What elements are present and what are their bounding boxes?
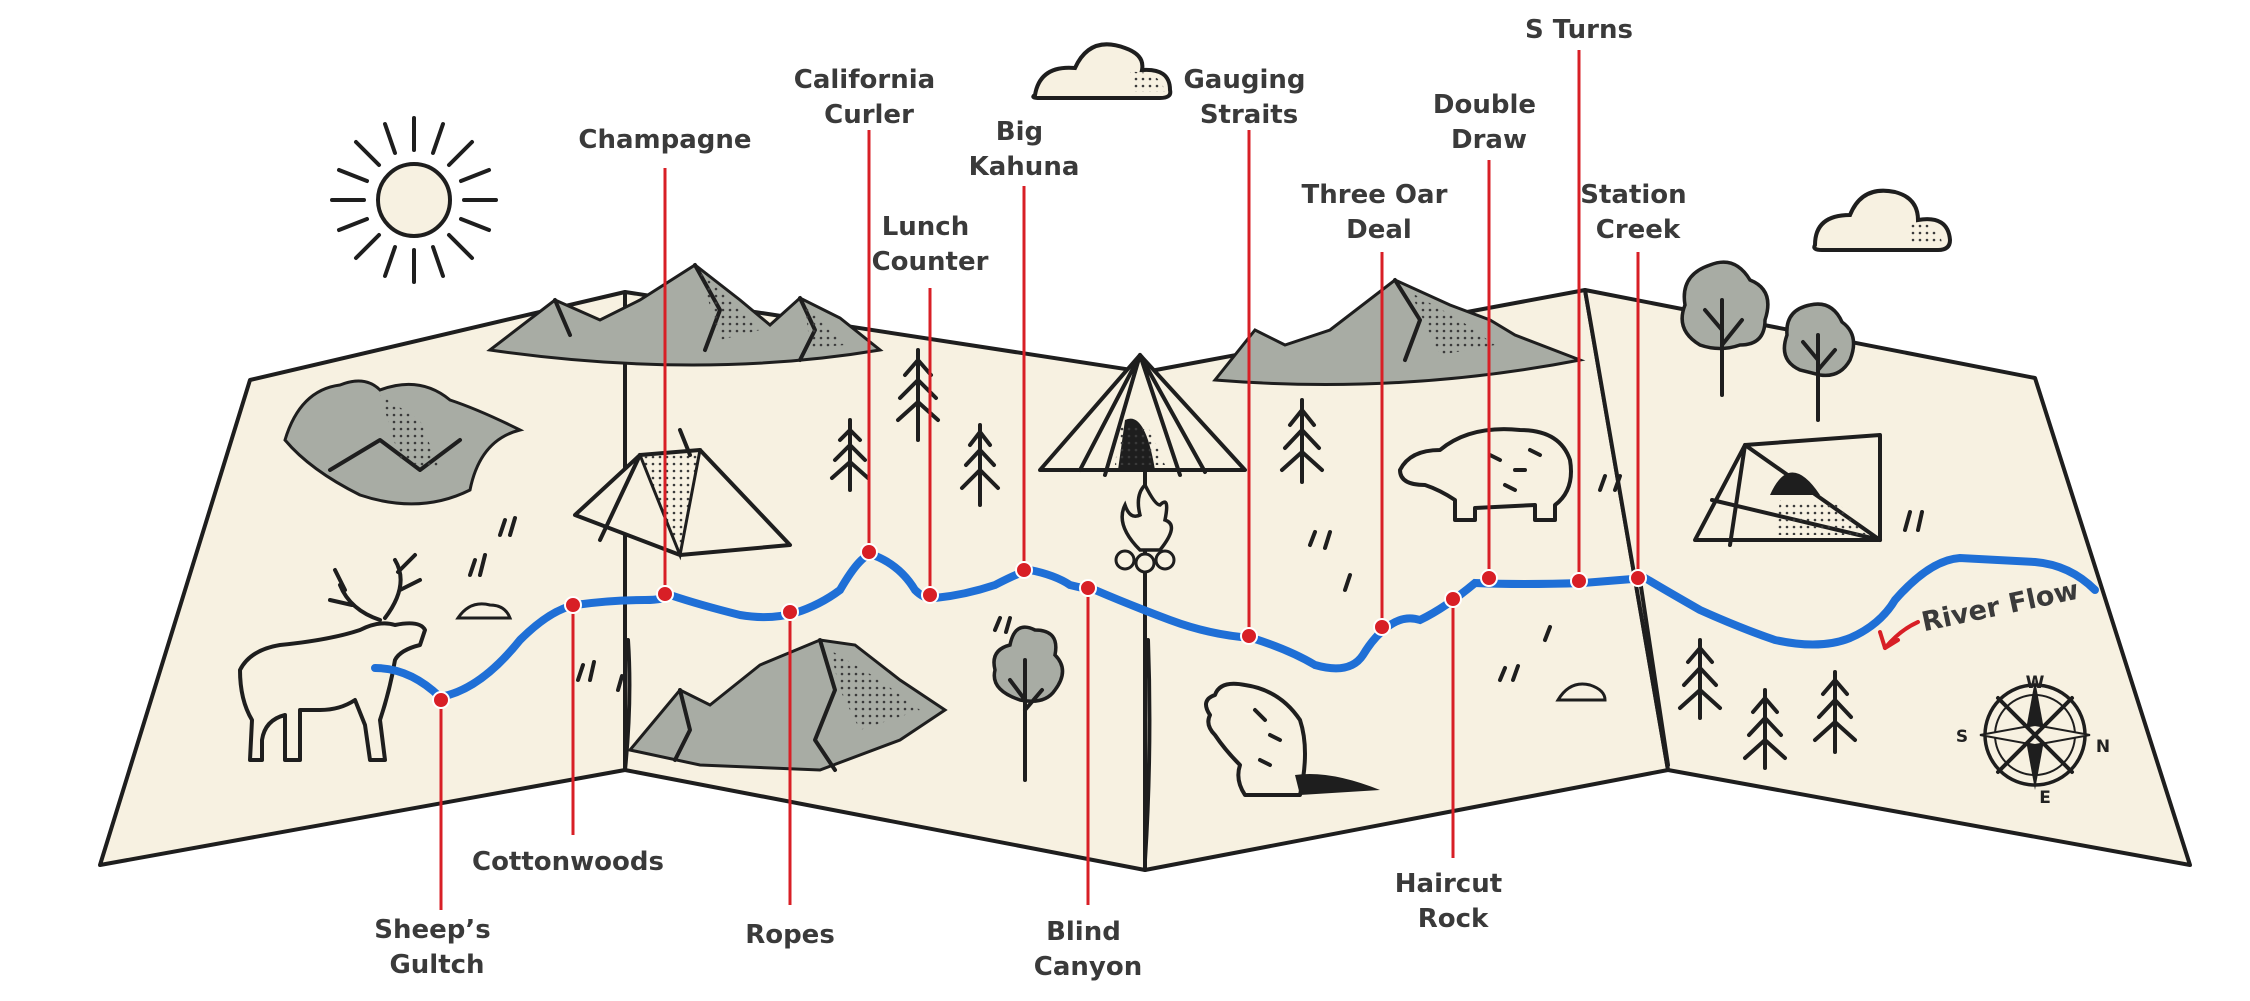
campfire-icon <box>1114 482 1176 574</box>
rapid-label: Lunch Counter <box>872 212 989 277</box>
rapid-marker <box>1015 561 1033 579</box>
cloud-icon <box>1812 188 1953 252</box>
cloud-icon <box>1031 42 1173 100</box>
compass-icon: W S N E <box>1956 673 2110 808</box>
compass-south: S <box>1956 727 1968 747</box>
tree-icon <box>992 625 1065 782</box>
compass-north: N <box>2096 737 2110 757</box>
rapid-label: Cottonwoods <box>472 847 664 877</box>
rapid-marker <box>781 603 799 621</box>
rapid-label: Gauging Straits <box>1183 65 1314 130</box>
callout-california-curler: California Curler <box>794 65 944 561</box>
callout-blind-canyon: Blind Canyon <box>1034 579 1142 982</box>
rapid-marker <box>1570 572 1588 590</box>
moose-icon <box>238 553 427 762</box>
rapid-marker <box>1629 569 1647 587</box>
pine-tree-icon <box>1280 398 1324 484</box>
rapid-label: Three Oar Deal <box>1302 180 1457 245</box>
grass-tufts <box>468 474 1924 692</box>
compass-east: E <box>2039 788 2051 808</box>
rapid-marker <box>1480 569 1498 587</box>
rapid-marker <box>1444 590 1462 608</box>
callout-station-creek: Station Creek <box>1580 180 1695 587</box>
rapid-label: Station Creek <box>1580 180 1695 245</box>
rapid-label: Double Draw <box>1433 90 1545 155</box>
bear-icon <box>1398 427 1573 522</box>
tree-icon <box>1680 260 1770 397</box>
mountain-icon <box>486 263 884 367</box>
sun-icon <box>330 116 498 284</box>
rapid-label: Champagne <box>578 125 751 155</box>
rapid-marker <box>564 596 582 614</box>
rapid-label: Sheep’s Gultch <box>374 915 500 980</box>
rapid-label: Blind Canyon <box>1034 917 1142 982</box>
beaver-icon <box>1204 681 1380 797</box>
pine-tree-icon <box>960 423 1000 507</box>
rapid-marker <box>656 585 674 603</box>
rapid-marker <box>1240 627 1258 645</box>
callout-ropes: Ropes <box>745 603 835 950</box>
callout-gauging-straits: Gauging Straits <box>1183 65 1314 645</box>
rock-icon <box>455 602 1607 702</box>
callout-double-draw: Double Draw <box>1433 90 1545 587</box>
callout-big-kahuna: Big Kahuna <box>969 117 1080 579</box>
rapid-label: Haircut Rock <box>1395 869 1511 934</box>
callout-champagne: Champagne <box>578 125 752 603</box>
compass-west: W <box>2026 673 2045 693</box>
pine-tree-icon <box>830 418 870 492</box>
callout-lunch-counter: Lunch Counter <box>872 212 989 604</box>
callout-three-oar-deal: Three Oar Deal <box>1302 180 1457 636</box>
rapid-marker <box>432 691 450 709</box>
tent-icon <box>1693 433 1882 547</box>
rapid-marker <box>860 543 878 561</box>
mountain-icon <box>627 638 948 772</box>
tent-icon <box>1038 353 1247 477</box>
rapid-label: California Curler <box>794 65 944 130</box>
rapid-label: Big Kahuna <box>969 117 1080 182</box>
rapid-marker <box>1373 618 1391 636</box>
rapid-marker <box>1079 579 1097 597</box>
mountain-icon <box>283 379 525 506</box>
rapid-label: Ropes <box>745 920 835 950</box>
callout-haircut-rock: Haircut Rock <box>1395 590 1511 934</box>
tent-icon <box>573 428 792 561</box>
tree-icon <box>1782 302 1856 422</box>
pine-tree-icon <box>1813 670 1857 754</box>
callout-cottonwoods: Cottonwoods <box>472 596 664 877</box>
pine-tree-icon <box>896 348 940 442</box>
callout-sheeps-gultch: Sheep’s Gultch <box>374 691 500 980</box>
rapid-marker <box>921 586 939 604</box>
pine-tree-icon <box>1743 688 1787 770</box>
rapid-label: S Turns <box>1525 15 1633 45</box>
pine-tree-icon <box>1678 638 1722 720</box>
callout-s-turns: S Turns <box>1525 15 1633 590</box>
